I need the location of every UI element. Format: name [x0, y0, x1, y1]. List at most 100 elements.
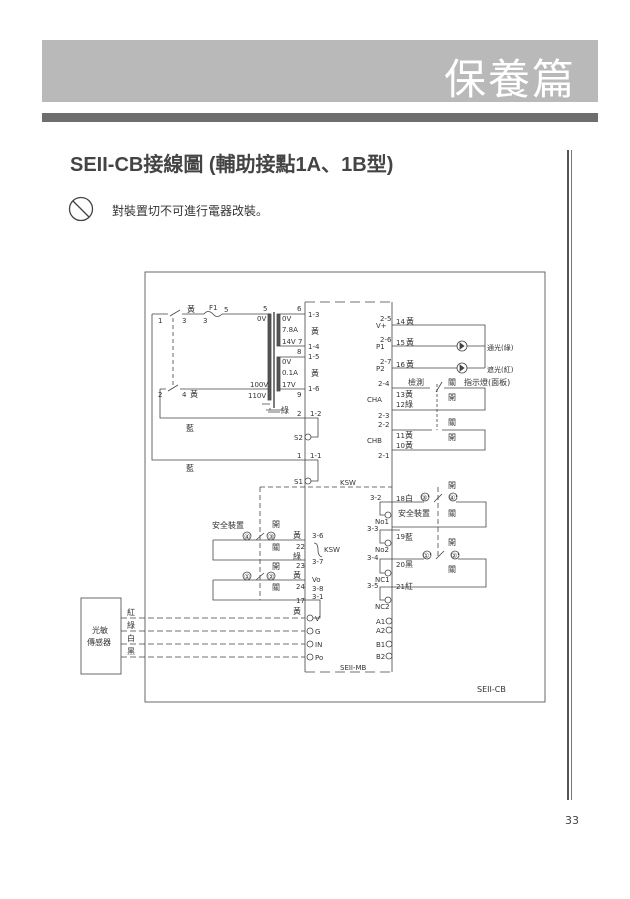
diagram-label: 黃 — [406, 337, 414, 347]
diagram-label: 18 — [396, 495, 405, 503]
node-4 — [242, 531, 252, 541]
open-label: 開 — [272, 520, 280, 529]
diagram-label: 關 — [448, 418, 456, 427]
diagram-label: 黑 — [405, 560, 413, 569]
diagram-label: 綠 — [293, 551, 301, 561]
voltage-label: 0V — [282, 358, 291, 366]
diagram-label: 綠 — [127, 620, 135, 630]
close-label: 關 — [272, 543, 280, 552]
node-2 — [266, 571, 276, 581]
ksw-label: KSW — [340, 479, 356, 487]
secondary-wires — [280, 313, 305, 390]
diagram-label: 24 — [296, 583, 305, 591]
diagram-label: 2-2 — [378, 421, 389, 429]
diagram-label: 白 — [127, 633, 135, 643]
pin-label: 9 — [297, 391, 301, 399]
chb-wiring — [392, 429, 486, 451]
diagram-mark — [385, 626, 393, 634]
diagram-label: CHB — [367, 437, 382, 445]
diagram-label: No1 — [375, 518, 389, 526]
wire-blue-1 — [151, 314, 305, 461]
terminal-label: 1-4 — [308, 343, 320, 351]
terminal-label: 1-3 — [308, 311, 319, 319]
diagram-label: 關 — [448, 509, 456, 518]
diagram-label: 2-5 — [380, 315, 391, 323]
diagram-label: 綠 — [405, 399, 413, 409]
diagram-label: 20 — [396, 561, 405, 569]
diagram-label: A1 — [376, 618, 385, 626]
diagram-label: 黃 — [293, 530, 301, 540]
pin-label: 1 — [158, 317, 162, 325]
model-label: SEII-CB — [477, 685, 506, 694]
current-label: 7.8A — [282, 326, 298, 334]
diagram-label: 12 — [396, 401, 405, 409]
primary-wire-bottom — [160, 384, 270, 392]
diagram-label: Po — [315, 654, 323, 662]
diagram-label: 3-2 — [370, 494, 381, 502]
voltage-label: 100V — [250, 381, 268, 389]
right-safety-top — [392, 501, 487, 528]
diagram-label: P1 — [376, 343, 385, 351]
pin-label: 2 — [158, 391, 162, 399]
diagram-mark — [448, 492, 458, 502]
diagram-label: 16 — [396, 361, 405, 369]
diagram-mark — [306, 653, 314, 661]
section-title: 保養篇 — [443, 55, 576, 104]
prohibited-icon — [68, 196, 94, 222]
page-number: 33 — [565, 814, 579, 827]
left-safety-switches — [255, 532, 265, 581]
diagram-label: ④ — [244, 533, 250, 541]
diagram-label: 開 — [448, 393, 456, 402]
sensor-wires — [121, 617, 305, 658]
diagram-label: 藍 — [405, 532, 413, 542]
right-safety-bottom — [392, 529, 487, 588]
terminal-label: S2 — [294, 434, 303, 442]
diagram-label: 19 — [396, 533, 405, 541]
safety-device-label: 安全裝置 — [212, 520, 244, 530]
diagram-label: Vo — [312, 576, 321, 584]
page-title: SEII-CB接線圖 (輔助接點1A、1B型) — [70, 154, 394, 176]
diagram-mark — [385, 617, 393, 625]
terminal-label: 1 — [297, 452, 301, 460]
diagram-label: 黑 — [127, 647, 135, 656]
diagram-label: IN — [315, 641, 322, 649]
diagram-mark — [450, 550, 460, 560]
secondary-coil-1 — [276, 313, 281, 347]
diagram-label: 開 — [448, 433, 456, 442]
diagram-label: 14 — [396, 318, 405, 326]
diagram-label: 23 — [296, 562, 305, 570]
node-1 — [242, 571, 252, 581]
voltage-label: 0V — [282, 315, 291, 323]
diagram-label: 紅 — [405, 581, 413, 591]
wire-color: 藍 — [186, 463, 194, 473]
board-label: SEII-MB — [340, 664, 367, 672]
diagram-label: 關 — [448, 565, 456, 574]
voltage-label: 110V — [248, 392, 266, 400]
wire-color: 黃 — [311, 326, 319, 336]
diagram-mark — [379, 501, 392, 601]
pin-label: 6 — [297, 305, 302, 313]
ground — [262, 403, 282, 413]
right-safety-switches — [433, 493, 445, 560]
diagram-mark — [385, 652, 393, 660]
transformer-primary-coil — [267, 313, 272, 401]
terminal-label: 1-5 — [308, 353, 319, 361]
diagram-label: ③ — [268, 533, 274, 541]
terminal-label: 1-6 — [308, 385, 320, 393]
led-green-icon — [456, 340, 468, 352]
diagram-label: 2-3 — [378, 412, 389, 420]
diagram-label: G — [315, 628, 320, 636]
diagram-label: A2 — [376, 627, 385, 635]
diagram-label: 3-1 — [312, 593, 323, 601]
diagram-label: CHA — [367, 396, 382, 404]
pin-label: 3 — [203, 317, 207, 325]
diagram-label: NC1 — [375, 576, 390, 584]
wire-color: 藍 — [186, 423, 194, 433]
diagram-label: 黃 — [293, 570, 301, 580]
sensor-label: 傳感器 — [87, 637, 111, 647]
diagram-label: ③' — [421, 494, 429, 502]
diagram-label: 2-4 — [378, 380, 390, 388]
pin-label: 5 — [224, 306, 228, 314]
diagram-label: 白 — [405, 493, 413, 503]
diagram-mark — [420, 492, 430, 502]
